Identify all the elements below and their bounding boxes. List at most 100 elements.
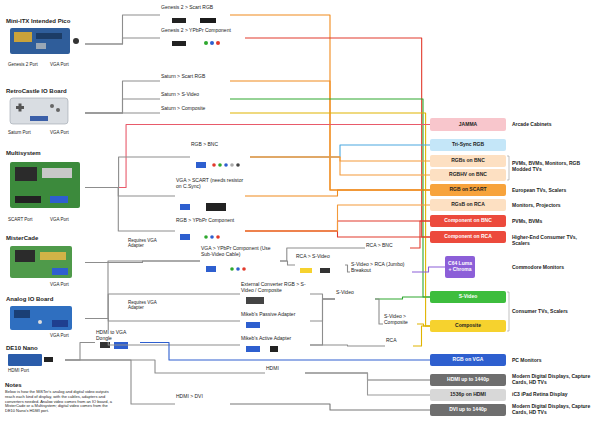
signal-box: JAMMA bbox=[430, 118, 506, 131]
cable-adapter: RCA bbox=[385, 338, 413, 354]
port-label: Saturn Port bbox=[8, 130, 48, 135]
cable-connector bbox=[375, 299, 383, 324]
device-name: Analog IO Board bbox=[5, 296, 54, 303]
display-label: European TVs, Scalers bbox=[512, 187, 596, 193]
cable-connector bbox=[85, 112, 160, 113]
label-text: Higher-End Consumer TVs, Scalers bbox=[512, 234, 577, 246]
cable-adapter: S-Video > RCA (Jumbo) Breakout bbox=[350, 262, 412, 282]
cable-name: S-Video bbox=[335, 290, 355, 296]
cable-connector bbox=[410, 221, 430, 248]
multisystem-board bbox=[10, 162, 80, 208]
cable-adapter: HDMI > DVI bbox=[175, 394, 230, 414]
cable-adapter: RCA > S-Video bbox=[295, 254, 345, 276]
cable-name: VGA > SCART (needs resistor on C.Sync) bbox=[175, 178, 245, 190]
cable-adapter: External Converter RGB > S-Video / Compo… bbox=[240, 282, 310, 306]
cable-name: RGB > YPbPr Component bbox=[175, 218, 235, 224]
cable-adapter: Mikeb's Active Adapter bbox=[240, 336, 310, 354]
cable-connector bbox=[413, 326, 430, 346]
signal-box: RGBHV on BNC bbox=[430, 169, 506, 181]
label-text: Notes bbox=[5, 382, 22, 388]
display-label: PVMs, BVMs bbox=[512, 218, 596, 224]
label-text: PVMs, BVMs bbox=[512, 218, 542, 224]
cable-connector bbox=[85, 188, 175, 197]
label-text: Commodore Monitors bbox=[512, 264, 564, 270]
cable-adapter: Saturn > Composite bbox=[160, 106, 230, 120]
cable-connector bbox=[230, 404, 430, 410]
signal-box: Component on RCA bbox=[430, 231, 506, 243]
cable-adapter: VGA > SCART (needs resistor on C.Sync) bbox=[175, 178, 245, 214]
cable-name: HDMI to VGA Dongle bbox=[95, 330, 140, 342]
cable-connector bbox=[412, 267, 445, 272]
cable-connector bbox=[280, 261, 295, 265]
cable-connector bbox=[85, 319, 240, 346]
label-text: VGA Port bbox=[50, 130, 69, 135]
display-label: Commodore Monitors bbox=[512, 264, 596, 270]
signal-box: HDMI up to 1440p bbox=[430, 374, 506, 386]
note-label: Requires VGA Adapter bbox=[128, 238, 172, 249]
cable-connector bbox=[305, 373, 430, 395]
label-text: VGA Port bbox=[50, 217, 69, 222]
cable-connector bbox=[230, 81, 430, 190]
cable-connector bbox=[85, 81, 160, 113]
cable-adapter: S-Video bbox=[335, 290, 375, 308]
label-text: VGA Port bbox=[50, 62, 69, 67]
cable-name: External Converter RGB > S-Video / Compo… bbox=[240, 282, 310, 294]
cable-name: Saturn > Composite bbox=[160, 106, 206, 112]
device-name: MisterCade bbox=[5, 235, 39, 242]
signal-box: RGsB on RCA bbox=[430, 199, 506, 211]
port-label: VGA Port bbox=[50, 62, 82, 67]
signal-box: C64 Luma + Chroma bbox=[445, 256, 475, 278]
signal-name: S-Video bbox=[459, 294, 478, 300]
label-text: Saturn Port bbox=[8, 130, 31, 135]
cable-name: HDMI > DVI bbox=[175, 394, 204, 400]
label-text: Requires VGA Adapter bbox=[128, 300, 157, 310]
cable-connector bbox=[85, 261, 200, 319]
signal-box: DVI up to 1440p bbox=[430, 404, 506, 416]
cable-connector bbox=[230, 15, 430, 190]
cable-connector bbox=[280, 248, 365, 261]
port-label: Genesis 2 Port bbox=[8, 62, 48, 67]
label-text: Modern Digital Displays, Capture Cards, … bbox=[512, 403, 590, 415]
note-label: Requires VGA Adapter bbox=[128, 300, 172, 311]
port-label: HDMI Port bbox=[8, 368, 48, 373]
label-text: HDMI Port bbox=[8, 368, 29, 373]
cable-connector bbox=[85, 15, 160, 44]
cable-connector bbox=[65, 360, 265, 373]
label-text: Below is how the MiSTer's analog and dig… bbox=[5, 389, 112, 413]
device-name: DE10 Nano bbox=[5, 345, 39, 352]
cable-adapter: RGB > YPbPr Component bbox=[175, 218, 245, 244]
display-label: Arcade Cabinets bbox=[512, 121, 596, 127]
cable-connector bbox=[250, 157, 430, 175]
cable-connector bbox=[230, 99, 430, 297]
cable-connector bbox=[85, 125, 430, 188]
bracket bbox=[507, 156, 509, 331]
cable-adapter: HDMI to VGA Dongle bbox=[95, 330, 140, 355]
signal-name: RGsB on RCA bbox=[451, 202, 485, 208]
cable-adapter: Mikeb's Passive Adapter bbox=[240, 312, 310, 330]
device-name: Multisystem bbox=[5, 150, 42, 157]
signal-name: RGB on SCART bbox=[449, 187, 486, 193]
label-text: iC3 iPad Retina Display bbox=[512, 391, 568, 397]
signal-name: Component on BNC bbox=[444, 218, 492, 224]
device-board: Analog IO Board bbox=[5, 296, 85, 341]
label-text: Requires VGA Adapter bbox=[128, 238, 157, 248]
cable-connector bbox=[375, 297, 430, 299]
signal-name: Component on RCA bbox=[444, 234, 492, 240]
cable-adapter: HDMI bbox=[265, 366, 305, 380]
signal-name: 1536p on HDMI bbox=[450, 392, 486, 398]
cable-connector bbox=[230, 113, 430, 326]
signal-name: C64 Luma + Chroma bbox=[447, 261, 473, 273]
display-label: Consumer TVs, Scalers bbox=[512, 308, 596, 314]
cable-connector bbox=[245, 231, 430, 237]
device-name: RetroCastle IO Board bbox=[5, 88, 68, 95]
signal-name: RGBs on BNC bbox=[451, 158, 485, 164]
port-label: SCART Port bbox=[8, 217, 48, 222]
cable-name: Genesis 2 > YPbPr Component bbox=[160, 28, 232, 34]
port-label: VGA Port bbox=[50, 217, 82, 222]
display-label: Modern Digital Displays, Capture Cards, … bbox=[512, 403, 596, 415]
notes-text: Below is how the MiSTer's analog and dig… bbox=[5, 390, 117, 414]
cable-connector bbox=[250, 145, 430, 157]
cable-connector bbox=[85, 188, 175, 232]
